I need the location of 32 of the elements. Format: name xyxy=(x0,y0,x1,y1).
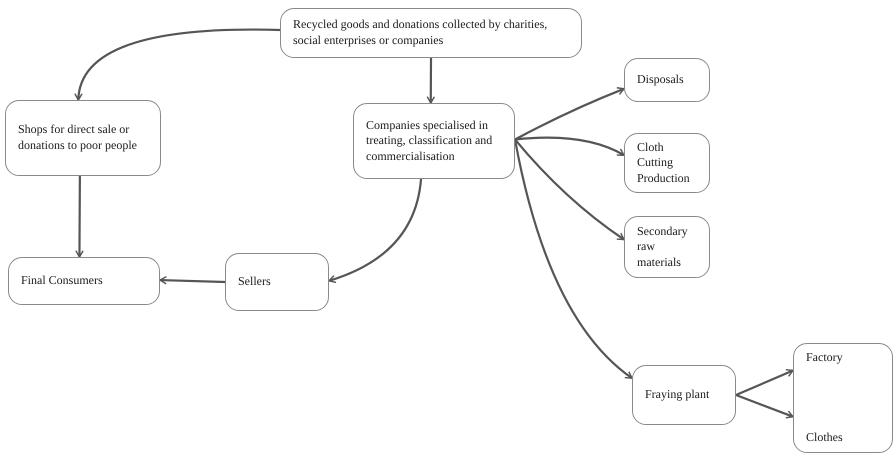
arrow xyxy=(514,136,625,156)
arrow xyxy=(426,58,436,104)
box-label: Cloth Cutting Production xyxy=(637,140,691,186)
rounded-box xyxy=(632,365,736,425)
rounded-box xyxy=(624,58,710,102)
rounded-box xyxy=(5,100,161,176)
arrow xyxy=(159,276,226,285)
arrow xyxy=(75,176,84,258)
box-label: Secondary raw materials xyxy=(637,224,689,270)
box-label: Sellers xyxy=(238,274,272,290)
arrow xyxy=(328,178,422,283)
arrow xyxy=(74,28,280,101)
box-label: Disposals xyxy=(637,72,685,88)
rounded-box xyxy=(8,257,160,305)
box-label: Fraying plant xyxy=(645,387,710,403)
rounded-box xyxy=(624,216,710,278)
arrow xyxy=(514,139,633,380)
box-label: Final Consumers xyxy=(21,273,104,289)
rounded-box xyxy=(225,253,329,311)
box-label: Factory xyxy=(806,350,844,366)
rounded-box xyxy=(624,133,710,193)
rounded-box xyxy=(793,343,893,453)
box-label: Clothes xyxy=(806,430,844,446)
rounded-box xyxy=(353,103,515,179)
arrow xyxy=(514,87,625,140)
arrow xyxy=(736,368,794,396)
arrow xyxy=(736,394,794,419)
box-label: Recycled goods and donations collected by charities, social enterprises or companies xyxy=(293,17,548,49)
rounded-box xyxy=(280,8,582,58)
box-label: Companies specialised in treating, classification and commercialisation xyxy=(366,118,494,164)
box-label: Shops for direct sale or donations to poor people xyxy=(18,122,138,154)
arrow xyxy=(514,138,625,240)
